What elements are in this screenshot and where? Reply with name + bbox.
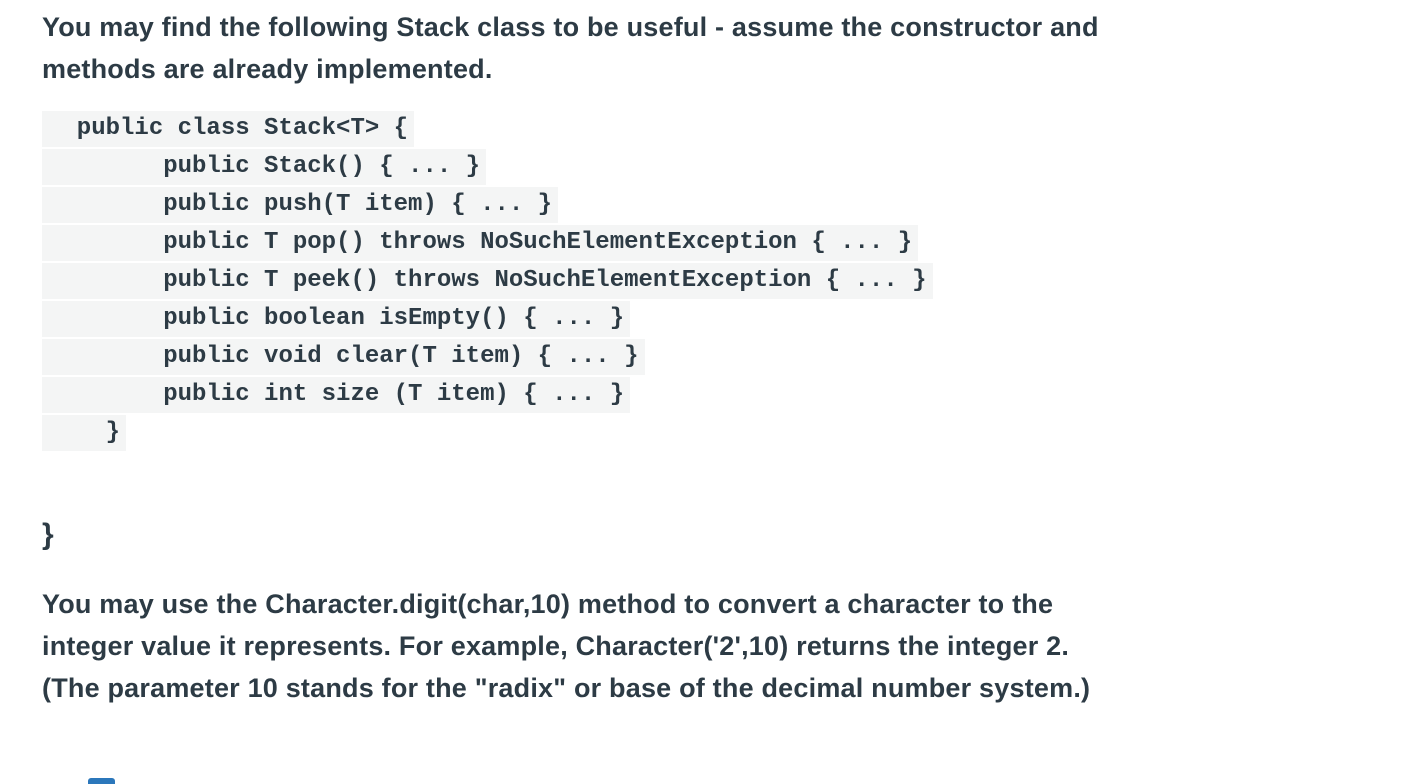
code-line: public push(T item) { ... } [42, 187, 559, 223]
intro-line: methods are already implemented. [42, 54, 493, 84]
stack-class-code-block: public class Stack<T> { public Stack() {… [42, 111, 1370, 451]
closing-brace-text: } [42, 518, 54, 551]
code-line: public class Stack<T> { [42, 111, 415, 147]
code-line: public Stack() { ... } [42, 149, 487, 185]
note-line: (The parameter 10 stands for the "radix"… [42, 673, 1091, 703]
intro-line: You may find the following Stack class t… [42, 12, 1099, 42]
note-line: integer value it represents. For example… [42, 631, 1070, 661]
code-line: public int size (T item) { ... } [42, 377, 631, 413]
code-line: public void clear(T item) { ... } [42, 339, 645, 375]
code-line: public T peek() throws NoSuchElementExce… [42, 263, 933, 299]
code-line: } [42, 415, 127, 451]
note-line: You may use the Character.digit(char,10)… [42, 589, 1054, 619]
question-instructions: You may find the following Stack class t… [42, 0, 1370, 709]
code-line: public boolean isEmpty() { ... } [42, 301, 631, 337]
code-line: public T pop() throws NoSuchElementExcep… [42, 225, 919, 261]
intro-paragraph: You may find the following Stack class t… [42, 6, 1370, 90]
character-digit-note-paragraph: You may use the Character.digit(char,10)… [42, 583, 1370, 709]
partially-visible-button[interactable] [88, 778, 115, 784]
